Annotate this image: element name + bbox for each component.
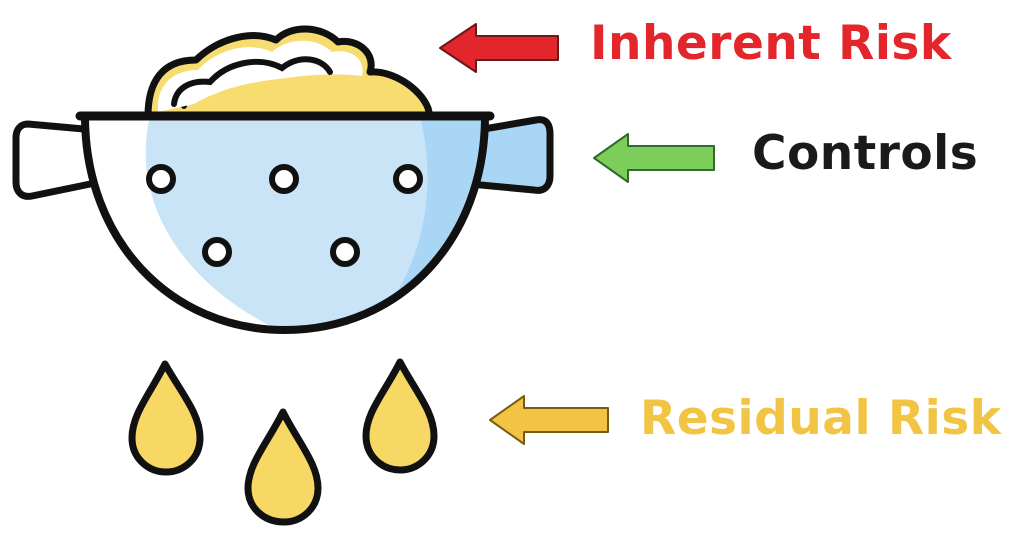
drop-middle	[244, 408, 322, 526]
colander-holes	[146, 164, 423, 267]
hole	[202, 237, 232, 267]
hole	[146, 164, 176, 194]
colander-handle-right	[466, 116, 554, 194]
colander-contents	[144, 25, 434, 120]
inherent-risk-label: Inherent Risk	[590, 16, 952, 71]
arrow-residual-risk	[489, 395, 609, 445]
hole	[330, 237, 360, 267]
arrow-controls	[593, 133, 715, 183]
colander-bowl	[75, 111, 495, 334]
drop-right	[362, 358, 438, 474]
residual-drops	[128, 358, 438, 526]
drop-left	[128, 360, 204, 476]
hole	[393, 164, 423, 194]
colander-handle-left	[12, 120, 104, 200]
arrow-inherent-risk	[439, 23, 559, 73]
residual-risk-label: Residual Risk	[640, 391, 1002, 446]
controls-label: Controls	[752, 126, 979, 181]
hole	[269, 164, 299, 194]
